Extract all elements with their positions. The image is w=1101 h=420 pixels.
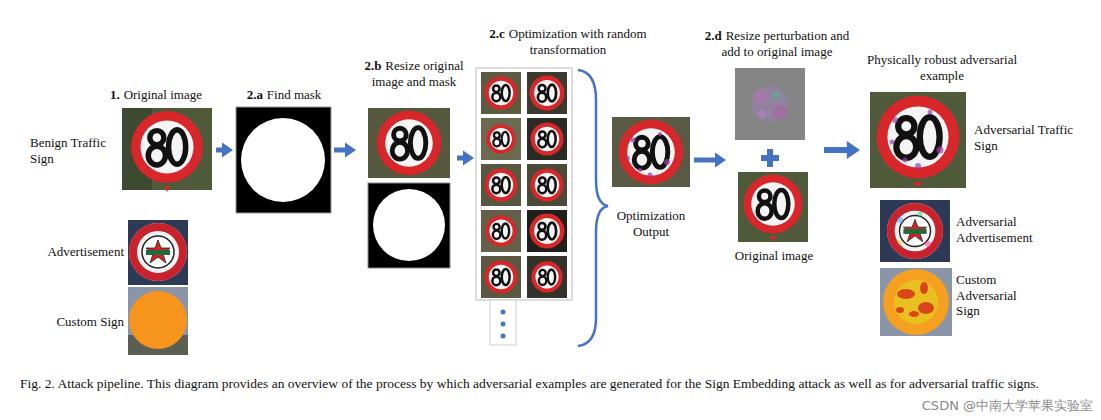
step-number: 2.c [489, 26, 505, 41]
flow-arrow [694, 153, 726, 168]
step-number: 2.a [247, 87, 263, 102]
text-block: Custom Sign [30, 314, 124, 330]
node-label: Adversarial Traffic Sign [974, 122, 1073, 153]
custom-sign-image: Custom Sign [28, 287, 190, 357]
stage-panel: 1. Original imageBenign Traffic SignAdver… [28, 84, 214, 358]
text-block: 2.a Find mask [222, 87, 346, 103]
flow-arrow [334, 143, 356, 158]
text-block: Original image [720, 248, 828, 264]
step-number: 2.b [364, 58, 381, 73]
adversarial-advert: Adversarial Advertisement [866, 196, 1076, 264]
arrow-head [847, 141, 860, 159]
adversarial-sign: Adversarial Traffic Sign [866, 90, 1076, 190]
text-block: Benign Traffic Sign [30, 135, 106, 166]
step-number: 2.d [705, 28, 722, 43]
arrow-head [715, 153, 726, 168]
node-label: Custom Adversarial Sign [956, 272, 1017, 318]
flow-arrow [824, 141, 860, 159]
watermark: CSDN @中南大学苹果实验室 [922, 398, 1093, 414]
node-label: Resize original image and mask [372, 58, 464, 89]
text-block: Adversarial Advertisement [956, 214, 1074, 245]
arrow-shaft [694, 158, 716, 163]
text-block: 2.dResize perturbation and add to origin… [696, 28, 858, 59]
node-label: Find mask [267, 87, 322, 102]
text-block: 2.c Optimization with random transformati… [482, 26, 654, 57]
arrow-head [463, 151, 474, 166]
text-block: Custom Adversarial Sign [956, 272, 1040, 319]
text-block: 1. Original image [110, 87, 230, 103]
text-block: 2.bResize original image and mask [356, 58, 472, 89]
node-label: Physically robust adversarial example [867, 52, 1017, 83]
node-label: Advertisement [47, 244, 124, 259]
transform-column: 2.cOptimization with random transformati… [476, 68, 572, 346]
advert-image: Advertisement [28, 216, 190, 286]
flow-arrow [216, 143, 233, 158]
text-block: Optimization Output [604, 208, 698, 239]
node-label: Benign Traffic Sign [30, 135, 106, 166]
sign-image: Benign Traffic Sign [28, 106, 214, 192]
arrow-shaft [334, 148, 346, 153]
arrow-shaft [216, 148, 223, 153]
text-block: Physically robust adversarial example [864, 52, 1020, 83]
text-block: Advertisement [30, 244, 124, 260]
arrow-head [222, 143, 233, 158]
output-image: Optimization Output [610, 115, 692, 189]
node-label: Optimization with random transformation [509, 26, 647, 57]
node-label: Custom Sign [56, 314, 124, 329]
mask-image: 2.aFind mask [235, 106, 332, 214]
perturbation-panel: 2.dResize perturbation and add to origin… [728, 66, 822, 270]
node-label: Adversarial Advertisement [956, 214, 1033, 245]
node-label: Resize perturbation and add to original … [722, 28, 850, 59]
arrow-head [345, 143, 356, 158]
resize-panel: 2.bResize original image and mask [358, 106, 455, 270]
node-label: Original image [735, 248, 813, 263]
figure-caption: Fig. 2. Attack pipeline. This diagram pr… [20, 376, 1090, 392]
adversarial-custom-sign: Custom Adversarial Sign [866, 266, 1076, 338]
step-number: 1. [110, 87, 120, 102]
result-panel: Physically robust adversarial exampleAdv… [862, 50, 1078, 340]
node-label: Original image [124, 87, 202, 102]
flow-arrow [457, 151, 474, 166]
arrow-shaft [824, 147, 848, 153]
text-block: Adversarial Traffic Sign [974, 122, 1074, 153]
node-label: Optimization Output [617, 208, 686, 239]
arrow-shaft [457, 156, 464, 161]
sign-image: Original image [736, 170, 812, 268]
